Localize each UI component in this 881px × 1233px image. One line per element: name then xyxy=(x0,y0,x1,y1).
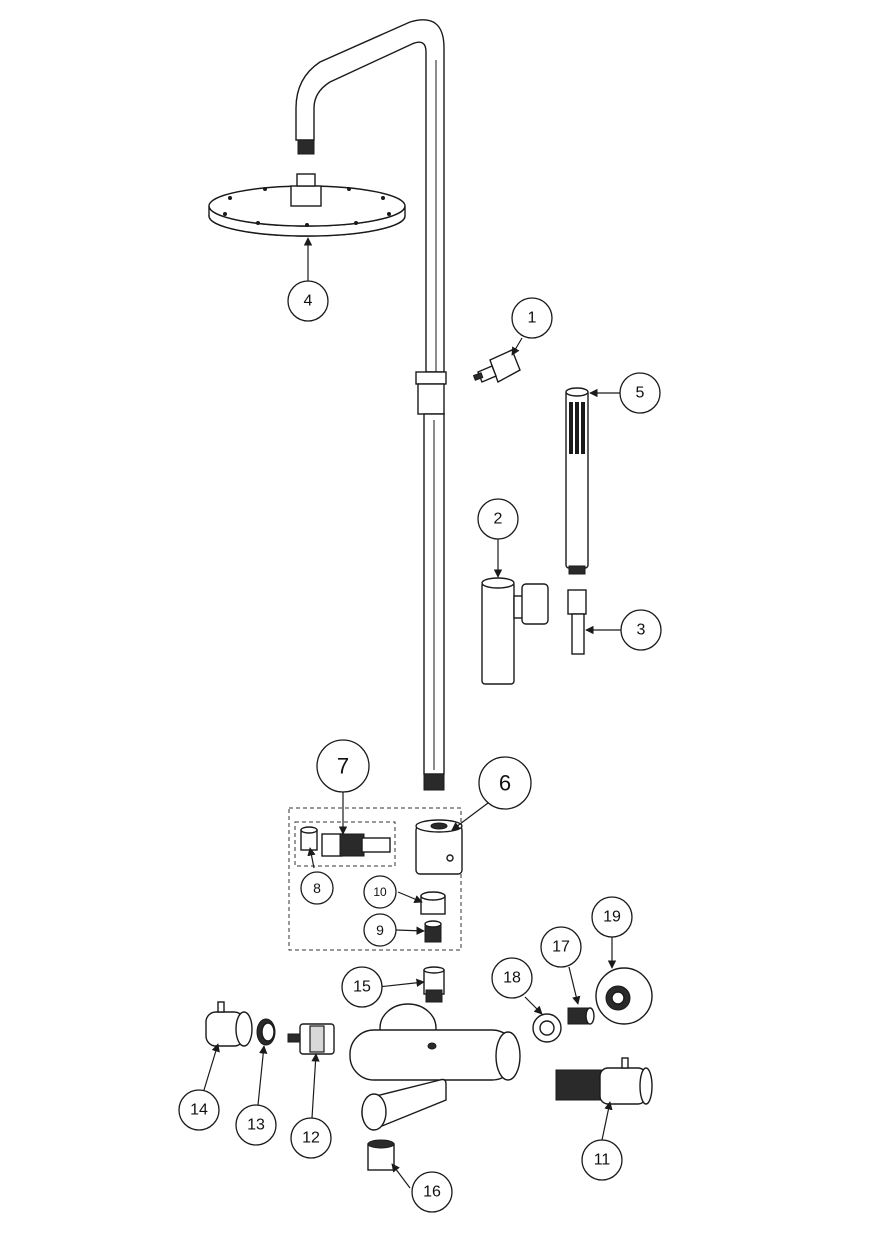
callout-14-label: 14 xyxy=(190,1102,208,1119)
cartridge-subgroup-box xyxy=(294,821,396,867)
callout-3-label: 3 xyxy=(637,622,646,639)
fitting-part-16 xyxy=(367,1139,395,1171)
callout-6: 6 xyxy=(478,756,532,810)
callout-2-label: 2 xyxy=(494,511,503,528)
ring-part-13 xyxy=(256,1018,276,1046)
nut-part-10 xyxy=(420,891,446,915)
nut-part-18 xyxy=(532,1013,562,1043)
callout-16-label: 16 xyxy=(423,1184,441,1201)
callout-5-label: 5 xyxy=(636,385,645,402)
callout-19: 19 xyxy=(591,896,633,938)
callout-17-label: 17 xyxy=(552,939,570,956)
callout-14: 14 xyxy=(178,1089,220,1131)
connector-part-15 xyxy=(423,966,445,1003)
callout-19-label: 19 xyxy=(603,909,621,926)
callout-9-label: 9 xyxy=(376,922,384,938)
flange-part-19 xyxy=(595,967,653,1025)
callout-17: 17 xyxy=(540,926,582,968)
callout-2: 2 xyxy=(477,498,519,540)
callout-16: 16 xyxy=(411,1171,453,1213)
connector-part-1 xyxy=(472,349,521,384)
callout-8-label: 8 xyxy=(313,880,321,896)
mixer-body xyxy=(349,1003,521,1131)
hose-connector xyxy=(567,589,587,655)
shower-head xyxy=(208,173,406,237)
callout-10-label: 10 xyxy=(373,885,387,899)
callout-3: 3 xyxy=(620,609,662,651)
handle-part-14 xyxy=(205,1001,253,1047)
callout-7-label: 7 xyxy=(337,754,349,779)
callout-18: 18 xyxy=(491,957,533,999)
callout-11: 11 xyxy=(581,1139,623,1181)
diverter-body xyxy=(415,819,463,875)
callout-1: 1 xyxy=(511,297,553,339)
fitting-part-17 xyxy=(567,1007,595,1025)
callout-12: 12 xyxy=(290,1117,332,1159)
hand-shower xyxy=(565,387,589,575)
callout-18-label: 18 xyxy=(503,970,521,987)
callout-15: 15 xyxy=(341,966,383,1008)
callout-12-label: 12 xyxy=(302,1130,320,1147)
thermostatic-cartridge xyxy=(555,1057,653,1105)
diverter-group-box xyxy=(288,807,462,951)
cartridge-part-12 xyxy=(287,1023,335,1055)
wall-bracket xyxy=(481,577,549,685)
lower-rail xyxy=(415,371,447,791)
fitting-part-9 xyxy=(424,920,442,943)
callout-13: 13 xyxy=(235,1104,277,1146)
hand-shower-nozzles xyxy=(569,402,585,454)
cartridge-cap xyxy=(300,826,318,851)
callout-8: 8 xyxy=(300,871,334,905)
callout-4-label: 4 xyxy=(304,293,313,310)
callout-10: 10 xyxy=(363,875,397,909)
callout-1-label: 1 xyxy=(528,310,537,327)
callout-4: 4 xyxy=(287,280,329,322)
leader-lines xyxy=(203,237,621,1189)
diverter-cartridge xyxy=(321,833,391,857)
callout-13-label: 13 xyxy=(247,1117,265,1134)
callout-9: 9 xyxy=(363,913,397,947)
callout-11-label: 11 xyxy=(594,1152,611,1169)
callout-7: 7 xyxy=(316,739,370,793)
head-nozzle-dots xyxy=(223,187,391,227)
callout-6-label: 6 xyxy=(499,771,511,796)
callout-5: 5 xyxy=(619,372,661,414)
callout-15-label: 15 xyxy=(353,979,371,996)
